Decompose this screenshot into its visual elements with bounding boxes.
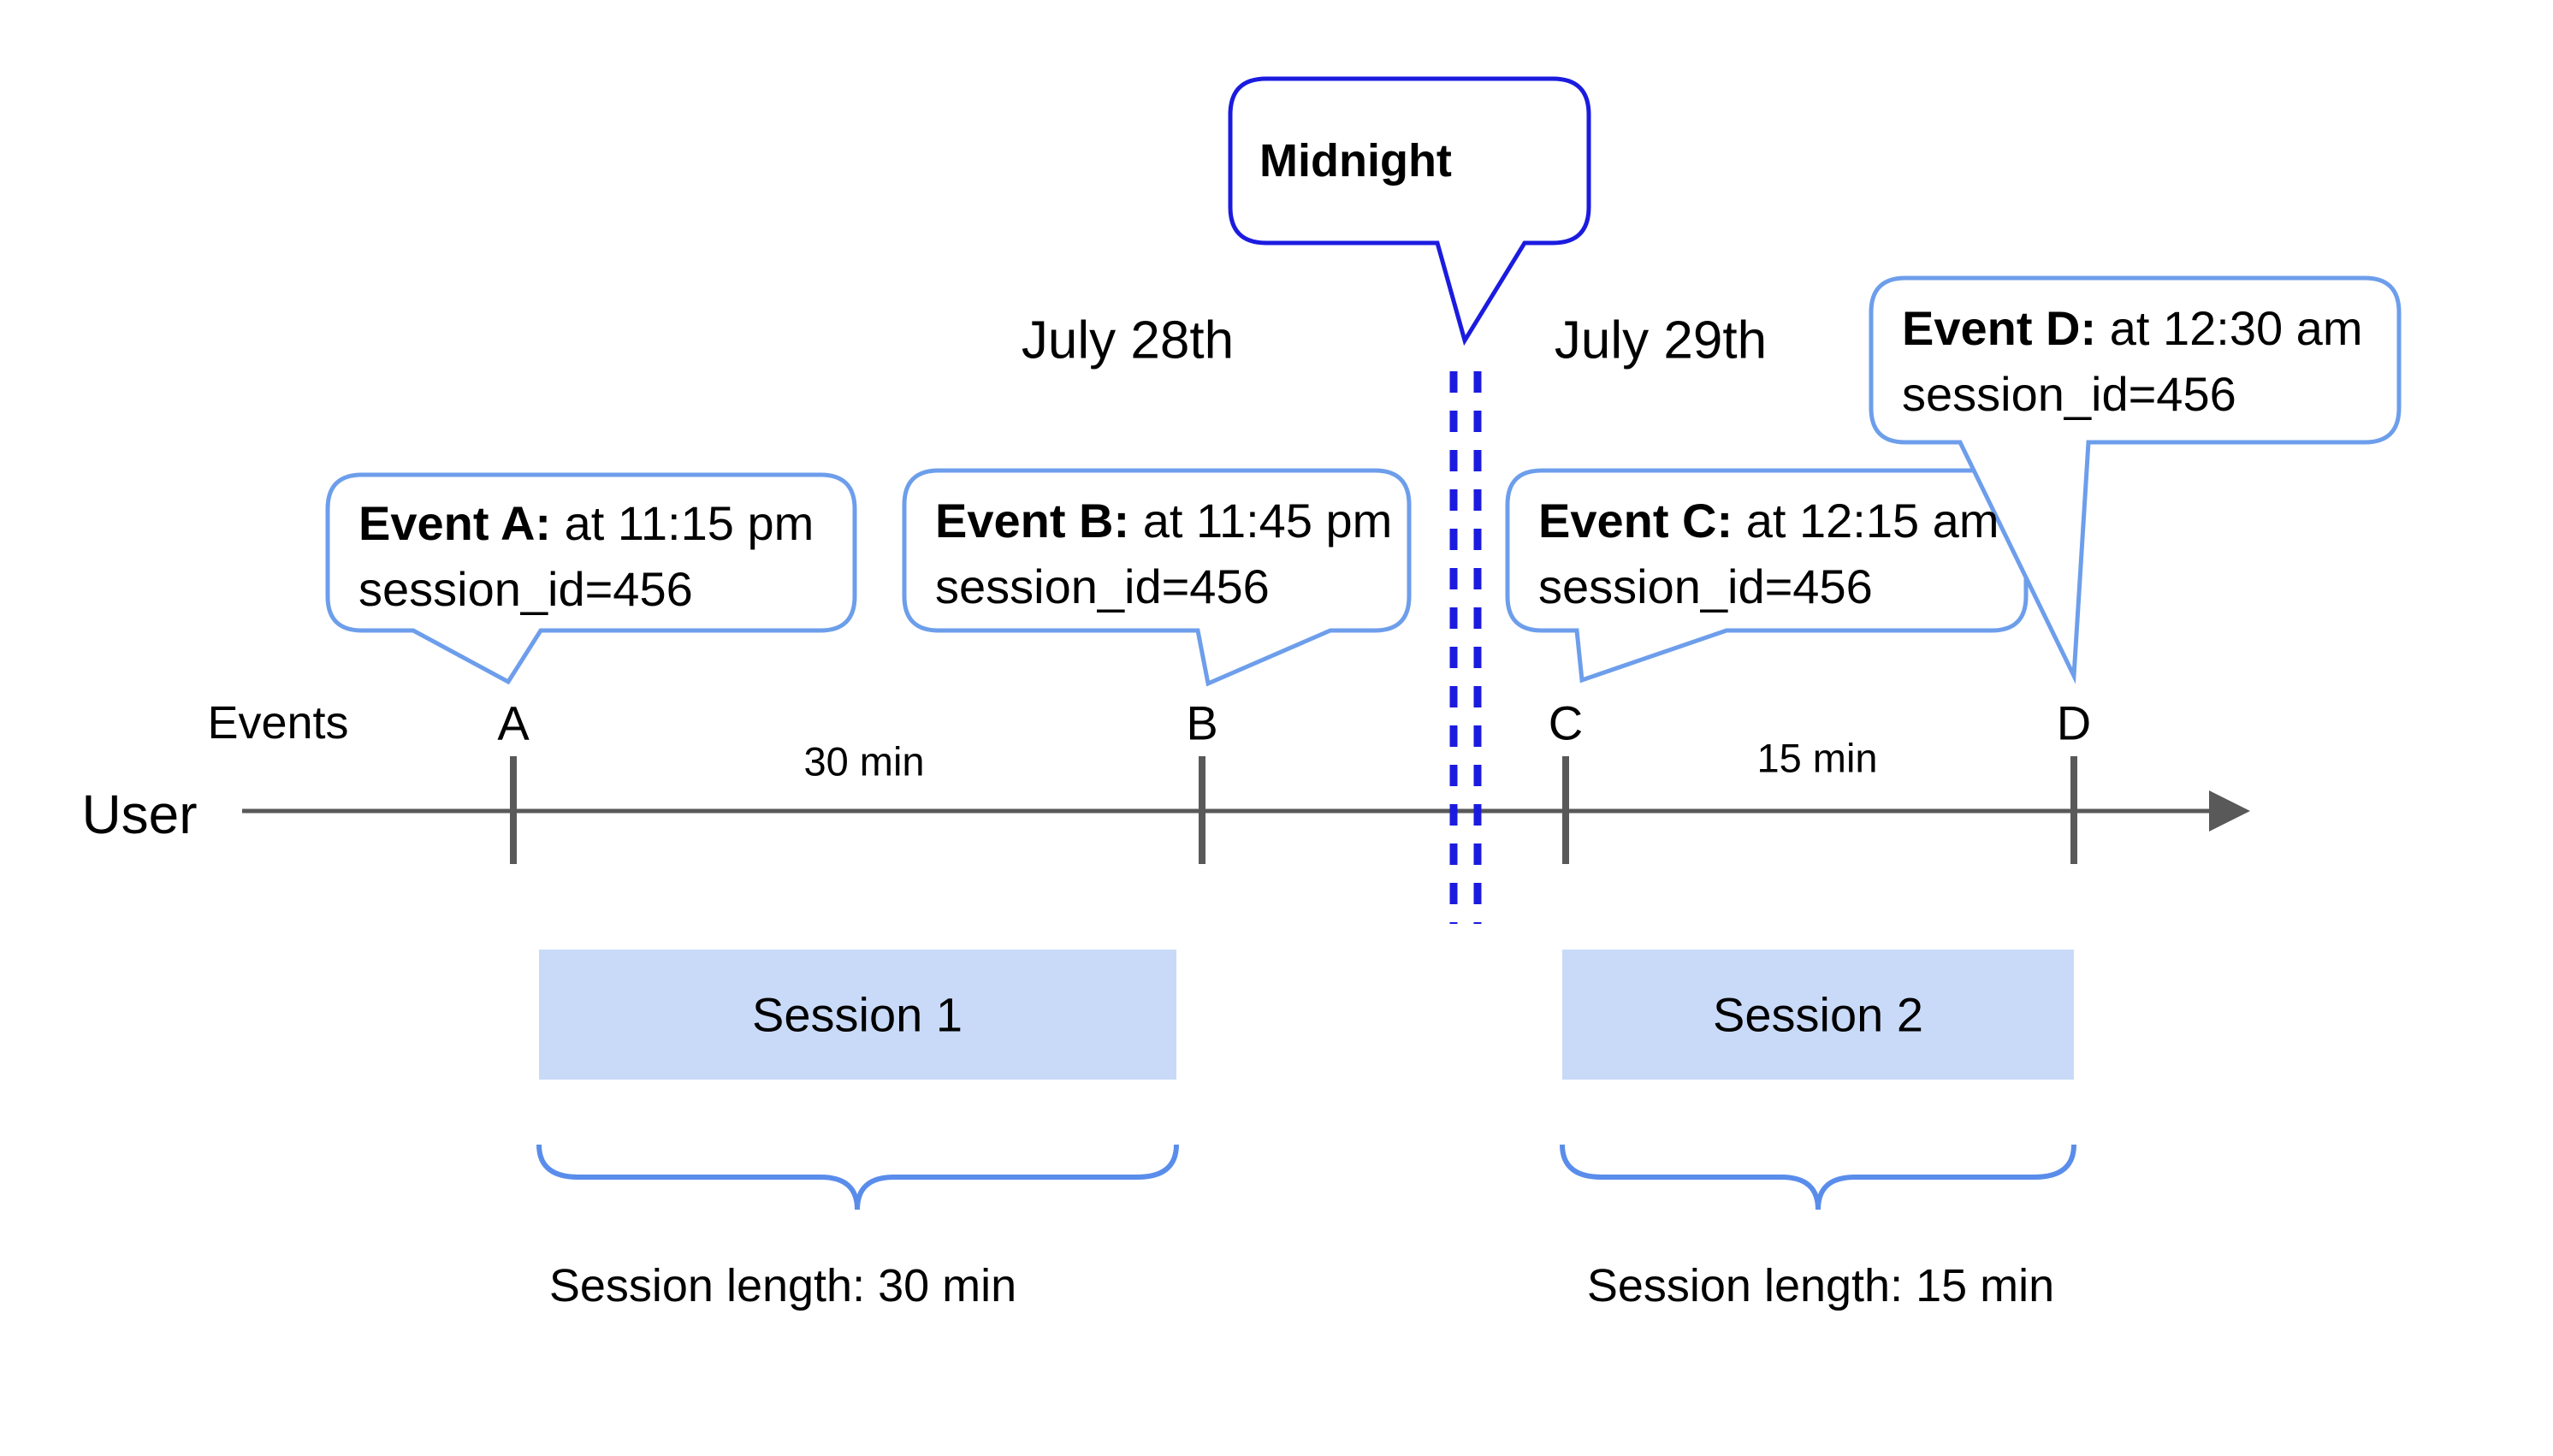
date-label-july-29: July 29th	[1554, 311, 1768, 370]
event-c-bubble: Event C: at 12:15 am session_id=456	[1508, 475, 2026, 632]
event-a-line-1: Event A: at 11:15 pm	[358, 490, 855, 556]
event-b-bubble: Event B: at 11:45 pm session_id=456	[904, 475, 1410, 632]
session-2-brace	[1560, 1144, 2076, 1210]
event-d-title: Event D:	[1902, 301, 2097, 355]
event-letter-c: C	[1548, 695, 1584, 750]
event-letter-d: D	[2056, 695, 2092, 750]
session-2-box	[1562, 950, 2074, 1080]
event-b-line-1: Event B: at 11:45 pm	[935, 488, 1410, 553]
event-b-title: Event B:	[935, 494, 1130, 547]
session-1-label: Session 1	[752, 987, 963, 1042]
event-d-session-id: session_id=456	[1902, 367, 2236, 421]
event-d-line-1: Event D: at 12:30 am	[1902, 295, 2398, 361]
event-d-time: at 12:30 am	[2096, 301, 2363, 355]
events-row-label: Events	[207, 697, 349, 749]
event-c-session-id: session_id=456	[1538, 559, 1873, 613]
gap-label-30-min: 30 min	[803, 738, 925, 784]
midnight-bubble-label: Midnight	[1259, 135, 1452, 186]
session-2-length-label: Session length: 15 min	[1586, 1260, 2055, 1311]
session-2-label: Session 2	[1713, 987, 1923, 1042]
gap-label-15-min: 15 min	[1756, 735, 1878, 781]
event-b-bubble-shape	[902, 468, 1412, 687]
session-1-length-label: Session length: 30 min	[548, 1260, 1017, 1311]
timeline-arrowhead-icon	[2209, 790, 2250, 832]
event-a-bubble-shape	[325, 472, 857, 685]
event-d-bubble-shape	[1869, 275, 2402, 684]
event-letter-b: B	[1186, 695, 1218, 750]
session-1-brace	[536, 1144, 1179, 1210]
event-a-session-id: session_id=456	[358, 562, 693, 616]
event-d-bubble: Event D: at 12:30 am session_id=456	[1871, 281, 2398, 441]
event-a-bubble: Event A: at 11:15 pm session_id=456	[328, 479, 855, 633]
event-a-time: at 11:15 pm	[551, 496, 814, 550]
session-1-box	[539, 950, 1176, 1080]
event-c-time: at 12:15 am	[1733, 494, 1999, 547]
user-axis-label: User	[81, 784, 198, 845]
event-letter-a: A	[497, 695, 530, 750]
event-c-title: Event C:	[1538, 494, 1733, 547]
date-label-july-28: July 28th	[1021, 311, 1235, 370]
midnight-bubble-shape	[1228, 76, 1591, 346]
event-a-title: Event A:	[358, 496, 552, 550]
event-b-session-id: session_id=456	[935, 559, 1270, 613]
event-c-line-1: Event C: at 12:15 am	[1538, 488, 2026, 553]
event-b-time: at 11:45 pm	[1129, 494, 1393, 547]
